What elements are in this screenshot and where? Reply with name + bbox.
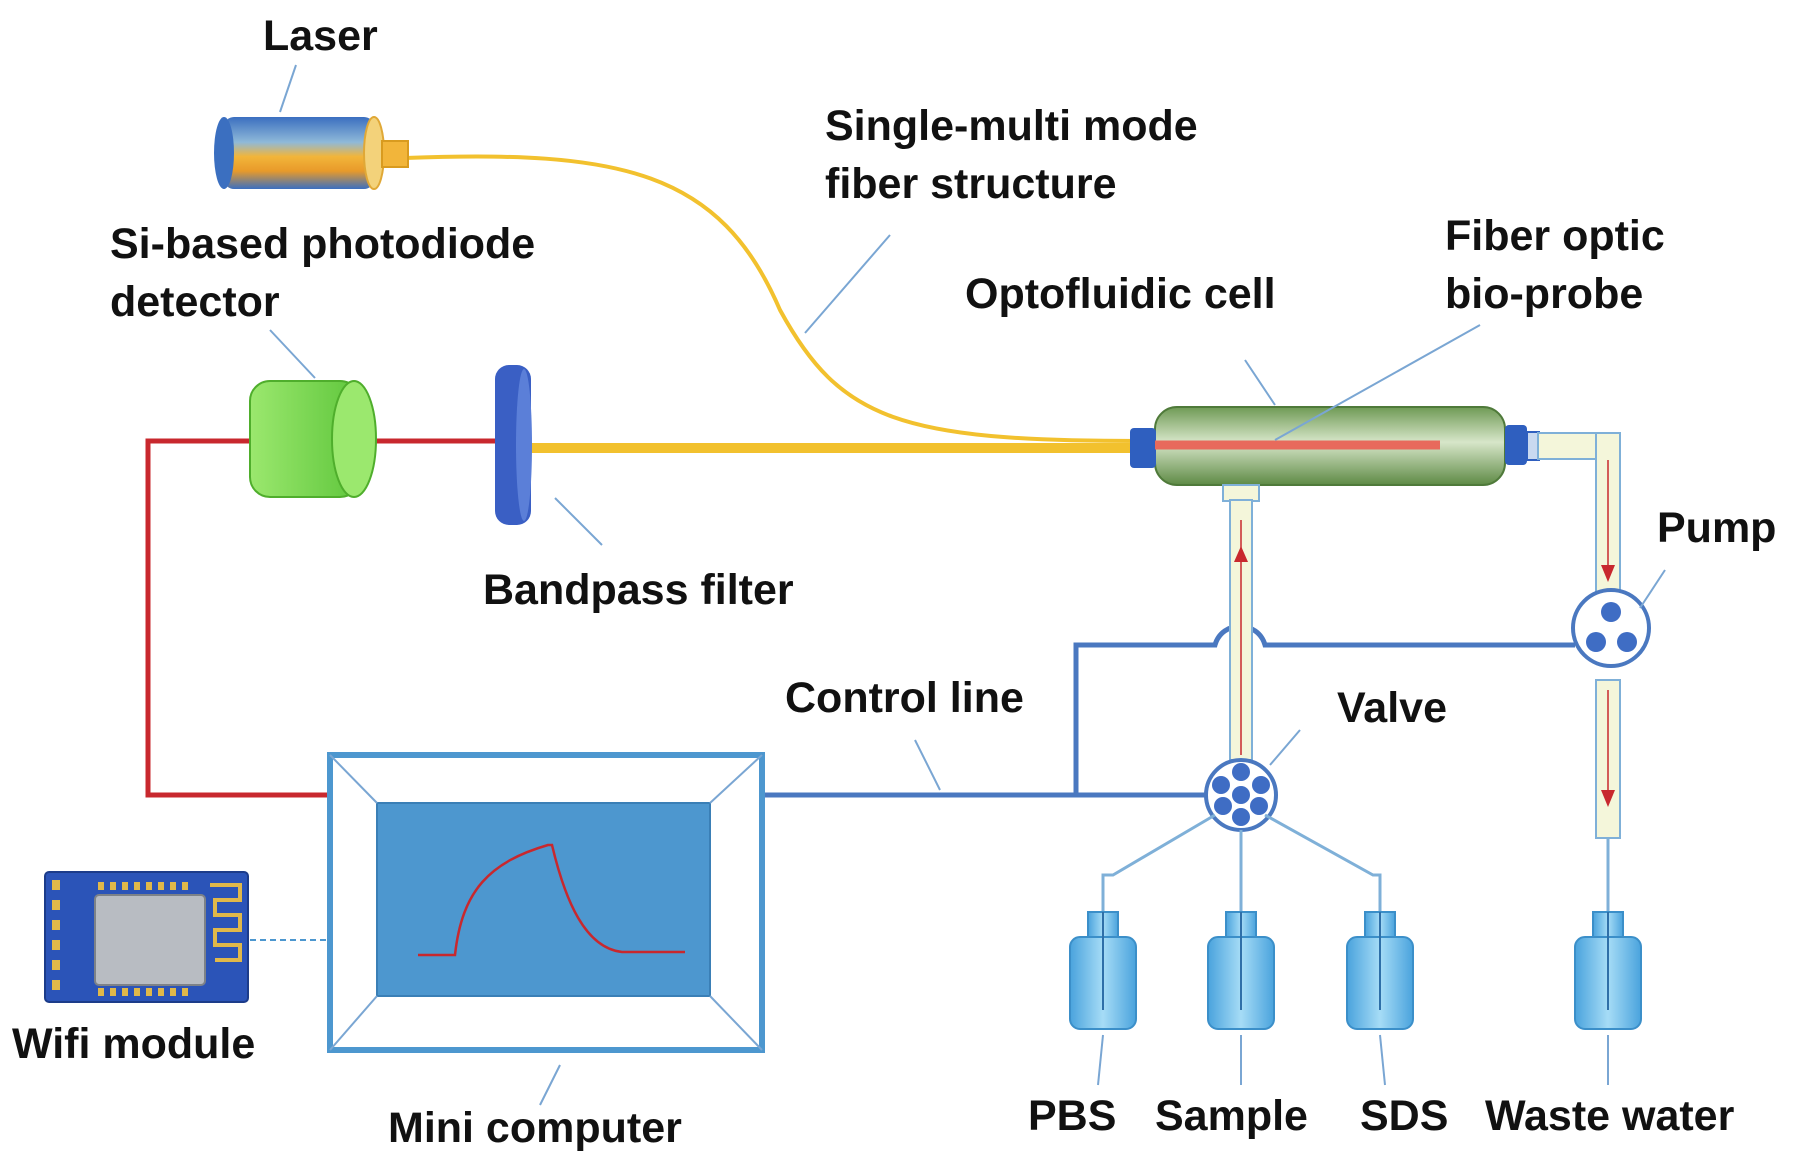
laser-leader bbox=[279, 64, 297, 113]
pump-leader bbox=[1639, 569, 1666, 609]
label-bio-probe-1: Fiber optic bbox=[1445, 212, 1665, 260]
fiber-cable-from-laser bbox=[404, 154, 1141, 443]
sensor-response-curve bbox=[418, 843, 685, 957]
valve-icon bbox=[1204, 758, 1278, 832]
label-pump: Pump bbox=[1657, 504, 1776, 552]
label-bio-probe-2: bio-probe bbox=[1445, 270, 1643, 318]
valve-leader bbox=[1269, 729, 1301, 766]
pump-icon bbox=[1571, 588, 1651, 668]
label-sample: Sample bbox=[1155, 1092, 1308, 1140]
detector-leader bbox=[269, 329, 316, 379]
label-waste-water: Waste water bbox=[1485, 1092, 1735, 1140]
laser-icon bbox=[214, 116, 409, 190]
label-control-line: Control line bbox=[785, 674, 1024, 722]
label-detector-1: Si-based photodiode bbox=[110, 220, 535, 268]
wifi-module-icon bbox=[44, 871, 249, 1003]
label-pbs: PBS bbox=[1028, 1092, 1116, 1140]
label-sds: SDS bbox=[1360, 1092, 1448, 1140]
bio-probe-leader bbox=[1274, 324, 1481, 441]
control-line-to-pump bbox=[1073, 623, 1575, 795]
label-optofluidic-cell: Optofluidic cell bbox=[965, 270, 1276, 318]
inlet-tube bbox=[1222, 484, 1260, 761]
optofluidic-cell-leader bbox=[1244, 359, 1276, 406]
mini-computer-icon bbox=[327, 752, 765, 1053]
label-fiber-structure-1: Single-multi mode bbox=[825, 102, 1198, 150]
bandpass-filter-icon bbox=[495, 365, 532, 525]
label-detector-2: detector bbox=[110, 278, 280, 326]
mini-computer-leader bbox=[539, 1064, 561, 1106]
label-fiber-structure-2: fiber structure bbox=[825, 160, 1117, 208]
label-bandpass-filter: Bandpass filter bbox=[483, 566, 794, 614]
label-valve: Valve bbox=[1337, 684, 1447, 732]
bottle-pbs-icon bbox=[1069, 911, 1137, 1030]
label-wifi-module: Wifi module bbox=[12, 1020, 255, 1068]
bottle-waste-icon bbox=[1574, 911, 1642, 1030]
label-mini-computer: Mini computer bbox=[388, 1104, 682, 1152]
control-line-leader bbox=[914, 739, 941, 791]
bottle-tubes bbox=[1101, 813, 1382, 912]
bottle-leaders bbox=[1097, 1034, 1609, 1086]
label-laser: Laser bbox=[263, 12, 378, 60]
detector-signal-wire bbox=[145, 438, 330, 798]
bottle-sample-icon bbox=[1207, 911, 1275, 1030]
fiber-structure-leader bbox=[804, 234, 891, 334]
photodiode-detector-icon bbox=[249, 380, 377, 498]
bandpass-filter-leader bbox=[554, 497, 603, 546]
bottle-sds-icon bbox=[1346, 911, 1414, 1030]
outlet-tube bbox=[1537, 432, 1621, 925]
